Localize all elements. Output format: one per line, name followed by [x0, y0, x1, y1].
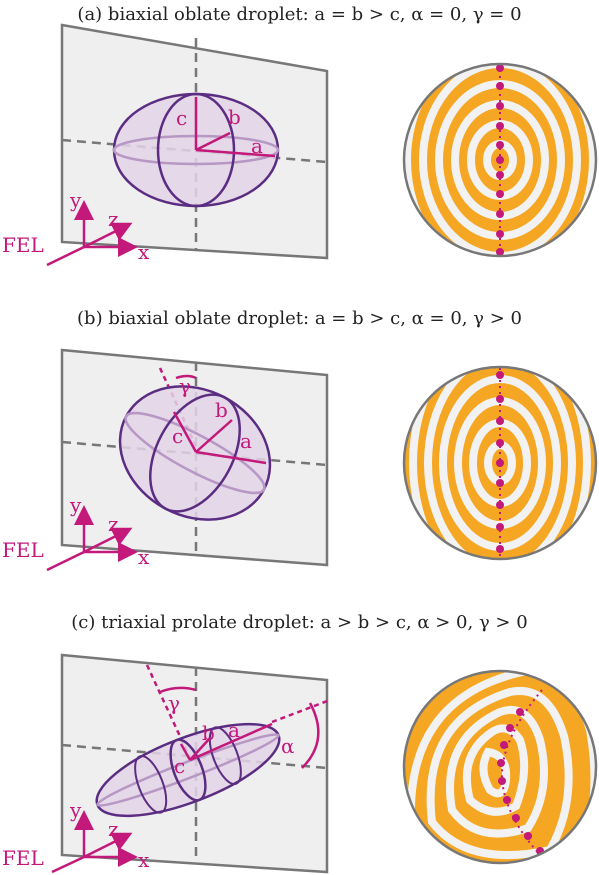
coordinate-frame: [46, 200, 138, 267]
axis-label-c: c: [176, 106, 187, 130]
coordinate-frame: [51, 810, 138, 874]
frame-label-x: x: [138, 848, 150, 872]
diffraction-pattern: [404, 64, 596, 256]
axis-label-b: b: [215, 398, 228, 422]
frame-label-z: z: [108, 207, 119, 231]
caption-c: (c) triaxial prolate droplet: a > b > c,…: [71, 612, 528, 633]
ellipsoid: [95, 722, 281, 818]
angle-label-gamma: γ: [168, 691, 180, 715]
axis-label-b: b: [202, 721, 215, 745]
panel-b: γ c b a y z x FEL: [2, 348, 598, 572]
angle-label-alpha: α: [281, 734, 295, 758]
axis-label-a: a: [228, 718, 240, 742]
caption-b: (b) biaxial oblate droplet: a = b > c, α…: [77, 308, 522, 329]
axis-label-c: c: [172, 424, 183, 448]
coordinate-frame: [46, 505, 138, 572]
frame-label-beam: FEL: [2, 846, 44, 870]
ellipsoid: [118, 385, 272, 521]
ellipsoid: [112, 92, 280, 208]
caption-a: (a) biaxial oblate droplet: a = b > c, α…: [77, 4, 522, 25]
axis-label-b: b: [228, 105, 241, 129]
gamma-arc: [159, 686, 197, 694]
angle-label-gamma: γ: [179, 374, 191, 398]
tilted-a-axis-guide: [271, 698, 331, 724]
frame-label-z: z: [108, 817, 119, 841]
frame-label-y: y: [69, 493, 82, 517]
frame-label-beam: FEL: [2, 233, 44, 257]
alpha-arc: [301, 702, 320, 769]
detector-rim: [402, 62, 598, 258]
frame-label-beam: FEL: [2, 538, 44, 562]
frame-label-z: z: [108, 512, 119, 536]
frame-label-y: y: [69, 798, 82, 822]
panel-a: c b a y z x FEL: [2, 23, 598, 267]
axis-label-c: c: [174, 754, 185, 778]
frame-label-x: x: [138, 545, 150, 569]
detector-rim: [402, 669, 598, 865]
frame-label-y: y: [69, 188, 82, 212]
diffraction-pattern: [404, 367, 596, 559]
gamma-arc: [175, 374, 197, 380]
axis-label-a: a: [251, 134, 263, 158]
frame-label-x: x: [138, 240, 150, 264]
panel-c: γ c b a α y z x FEL: [2, 653, 598, 874]
axis-label-a: a: [240, 429, 252, 453]
detector-rim: [402, 365, 598, 561]
diffraction-pattern: [404, 671, 596, 863]
